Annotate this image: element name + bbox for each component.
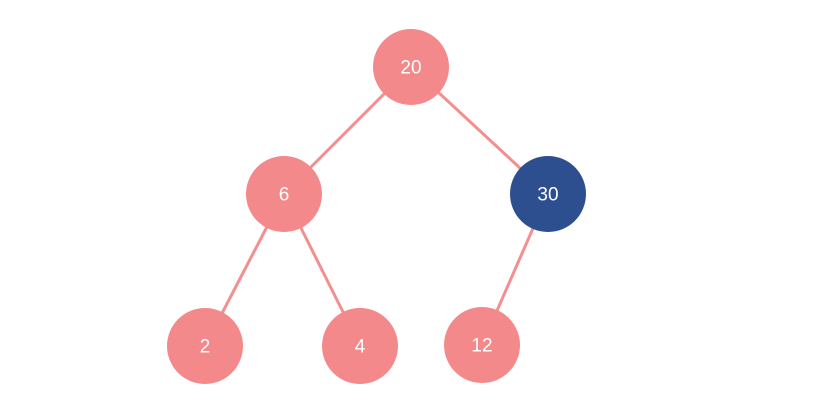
node-circle[interactable] [373, 29, 449, 105]
tree-node-4[interactable]: 4 [322, 308, 398, 384]
node-circle[interactable] [322, 308, 398, 384]
node-circle-highlighted[interactable] [510, 156, 586, 232]
node-circle[interactable] [167, 308, 243, 384]
node-circle[interactable] [246, 156, 322, 232]
tree-node-6[interactable]: 6 [246, 156, 322, 232]
tree-node-2[interactable]: 2 [167, 308, 243, 384]
tree-node-20[interactable]: 20 [373, 29, 449, 105]
tree-node-12[interactable]: 12 [444, 307, 520, 383]
tree-node-30[interactable]: 30 [510, 156, 586, 232]
node-circle[interactable] [444, 307, 520, 383]
